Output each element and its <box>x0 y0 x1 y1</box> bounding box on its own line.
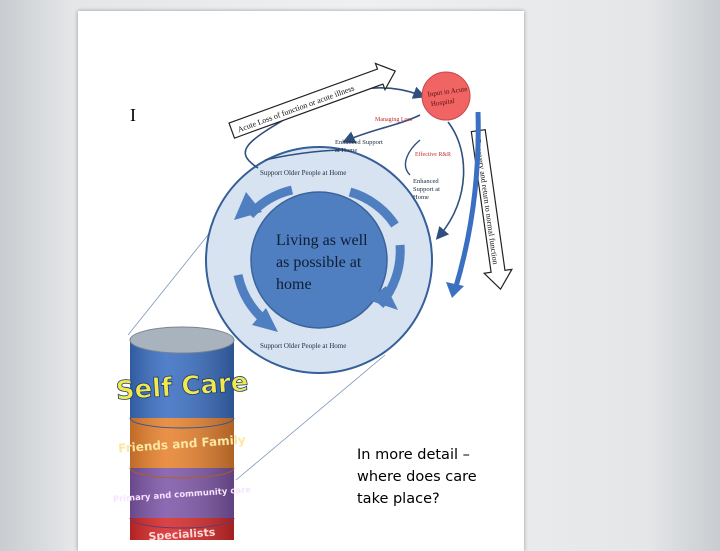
hospital-label-line2: Hospital <box>430 97 455 108</box>
support-older-people-top: Support Older People at Home <box>260 169 346 177</box>
center-text-line3: home <box>276 276 312 293</box>
cycle-arrow-left <box>233 273 266 322</box>
text-cursor-mark: I <box>130 105 136 125</box>
caption-line-3: take place? <box>357 491 440 507</box>
recovery-flow <box>452 111 481 291</box>
flow-line-enhanced <box>404 139 421 176</box>
flow-line-effective <box>435 121 465 240</box>
center-text-line2: as possible at <box>276 254 362 271</box>
projection-line-right <box>235 354 386 481</box>
care-tiers-cylinder: Self Care Friends and Family Primary and… <box>113 326 252 540</box>
caption-line-1: In more detail – <box>357 447 470 463</box>
cylinder-top <box>129 326 235 354</box>
tier-specialists-label: Specialists <box>148 526 216 540</box>
slide-caption: In more detail – where does care take pl… <box>357 444 507 510</box>
cycle-arrow-upper-right <box>348 187 399 228</box>
acute-hospital-node <box>421 71 471 121</box>
center-text-line1: Living as well <box>276 232 368 249</box>
support-older-people-bottom: Support Older People at Home <box>260 342 346 350</box>
caption-line-2: where does care <box>357 469 477 485</box>
managing-loss-label: Managing Loss <box>375 117 413 123</box>
enhanced-support-right-line3: Home <box>413 194 429 201</box>
flow-line-support-top <box>264 149 346 161</box>
enhanced-support-top-line1: Enhanced Support <box>335 139 383 146</box>
enhanced-support-right-line2: Support at <box>413 186 440 193</box>
enhanced-support-right-line1: Enhanced <box>413 178 439 185</box>
effective-rr-label: Effective R&R <box>415 151 451 158</box>
enhanced-support-top-line2: at Home <box>335 147 357 154</box>
living-well-circle <box>250 191 388 329</box>
flow-line-managing <box>342 114 421 144</box>
acute-loss-label: Acute Loss of function or acute illness <box>236 83 355 134</box>
